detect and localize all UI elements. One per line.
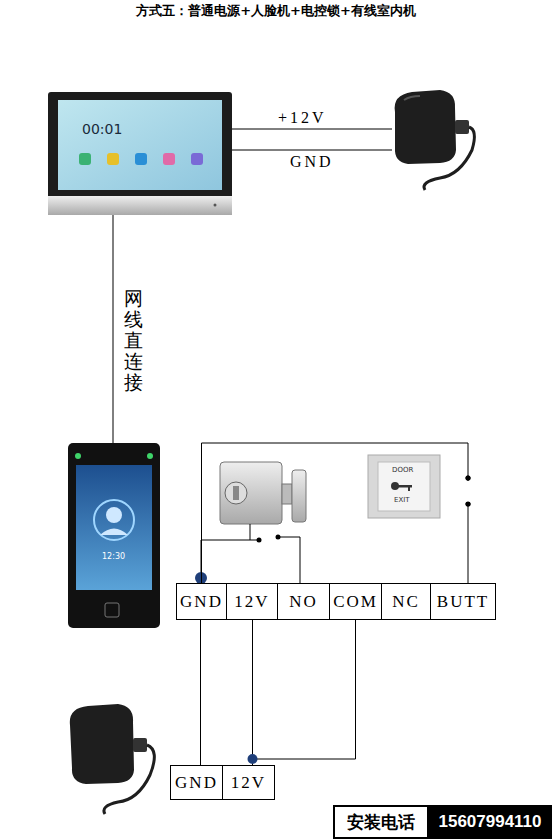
footer-label: 安装电话 bbox=[333, 805, 429, 839]
screen-time: 00:01 bbox=[82, 121, 122, 137]
terminal-cell: COM bbox=[329, 583, 382, 620]
button-text: DOOR bbox=[392, 466, 413, 474]
button-text: EXIT bbox=[394, 496, 410, 504]
electric-lock bbox=[220, 462, 306, 540]
node-text: BUTT bbox=[437, 592, 489, 612]
terminal-cell: GND bbox=[170, 765, 223, 800]
terminal-cell: NO bbox=[277, 583, 330, 620]
power-adapter bbox=[70, 704, 155, 814]
face-terminal bbox=[68, 443, 160, 628]
switch-contact bbox=[466, 502, 471, 507]
node-text: COM bbox=[333, 592, 378, 612]
exit-button bbox=[368, 455, 440, 518]
terminal-cell: GND bbox=[176, 583, 227, 620]
wire bbox=[202, 443, 469, 583]
wire bbox=[200, 620, 201, 765]
terminal-cell: NC bbox=[381, 583, 431, 620]
node-text: 15607994110 bbox=[438, 812, 541, 832]
wire bbox=[252, 620, 253, 765]
power-adapter bbox=[395, 90, 475, 190]
node-text: 12V bbox=[234, 592, 269, 612]
terminal-cell: 12V bbox=[226, 583, 278, 620]
cable-label: 网线直连接 bbox=[124, 288, 143, 392]
wire-label: +12V bbox=[278, 109, 327, 127]
node-text: GND bbox=[175, 773, 218, 793]
node-text: 安装电话 bbox=[347, 811, 415, 834]
screen-time: 12:30 bbox=[102, 552, 125, 561]
terminal-cell: 12V bbox=[222, 765, 275, 800]
title: 方式五：普通电源+人脸机+电控锁+有线室内机 bbox=[0, 2, 552, 20]
wire bbox=[253, 620, 356, 765]
node-text: NO bbox=[289, 592, 318, 612]
node-text: NC bbox=[392, 592, 420, 612]
junction-dot bbox=[248, 754, 258, 764]
node-text: GND bbox=[180, 592, 223, 612]
phone-number: 15607994110 bbox=[428, 805, 552, 839]
wire-label: GND bbox=[290, 153, 334, 171]
terminal-cell: BUTT bbox=[430, 583, 496, 620]
node-text: 12V bbox=[231, 773, 266, 793]
indoor-monitor bbox=[48, 92, 232, 215]
switch-gap bbox=[462, 481, 474, 502]
switch-contact bbox=[466, 476, 471, 481]
